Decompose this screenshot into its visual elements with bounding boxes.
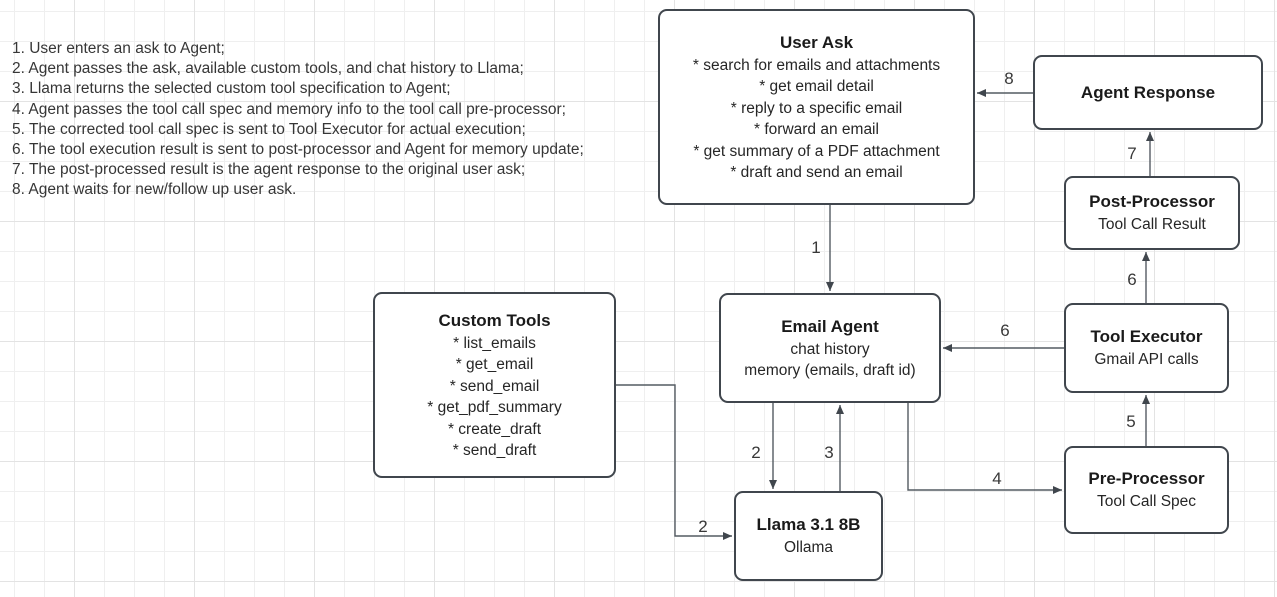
user-ask-item: * forward an email xyxy=(754,121,879,138)
edge-label-step6-left: 6 xyxy=(1000,321,1009,340)
tool-executor-title: Tool Executor xyxy=(1090,327,1203,347)
note-line-2: 2. Agent passes the ask, available custo… xyxy=(12,60,524,78)
edge-step2-customtools-to-llama xyxy=(616,384,732,540)
llama-title: Llama 3.1 8B xyxy=(756,515,861,535)
custom-tools-title: Custom Tools xyxy=(438,310,551,330)
post-processor-title: Post-Processor xyxy=(1089,192,1215,212)
edge-label-step8: 8 xyxy=(1004,69,1013,88)
note-line-6: 6. The tool execution result is sent to … xyxy=(12,141,584,159)
llama-subtitle: Ollama xyxy=(783,539,834,557)
node-custom-tools: Custom Tools * list_emails * get_email *… xyxy=(373,292,616,478)
edge-label-step1: 1 xyxy=(811,238,820,257)
node-llama: Llama 3.1 8B Ollama xyxy=(734,491,883,581)
edge-label-step4: 4 xyxy=(992,469,1001,488)
edge-label-step5: 5 xyxy=(1126,412,1135,431)
node-pre-processor: Pre-Processor Tool Call Spec xyxy=(1064,446,1229,534)
email-agent-title: Email Agent xyxy=(781,316,879,336)
custom-tools-item: * get_email xyxy=(455,356,534,373)
note-line-1: 1. User enters an ask to Agent; xyxy=(12,40,225,57)
email-agent-line: chat history xyxy=(790,340,870,358)
node-tool-executor: Tool Executor Gmail API calls xyxy=(1064,303,1229,393)
node-email-agent: Email Agent chat history memory (emails,… xyxy=(719,293,941,403)
note-line-4: 4. Agent passes the tool call spec and m… xyxy=(12,100,566,118)
edge-label-step2-agent: 2 xyxy=(751,443,760,462)
user-ask-item: * get summary of a PDF attachment xyxy=(693,142,940,160)
edge-step4-emailagent-to-preprocessor xyxy=(907,403,1062,494)
post-processor-subtitle: Tool Call Result xyxy=(1098,216,1206,234)
user-ask-title: User Ask xyxy=(779,32,854,52)
edge-label-step3: 3 xyxy=(824,443,833,462)
note-line-7: 7. The post-processed result is the agen… xyxy=(12,161,526,179)
agent-response-title: Agent Response xyxy=(1080,82,1216,102)
pre-processor-subtitle: Tool Call Spec xyxy=(1096,493,1197,511)
custom-tools-item: * send_email xyxy=(449,377,540,395)
custom-tools-item: * send_draft xyxy=(452,442,537,459)
step-notes-list: 1. User enters an ask to Agent; 2. Agent… xyxy=(12,39,584,201)
user-ask-item: * search for emails and attachments xyxy=(692,56,941,74)
node-user-ask: User Ask * search for emails and attachm… xyxy=(658,9,975,205)
custom-tools-item: * list_emails xyxy=(453,334,536,352)
email-agent-line: memory (emails, draft id) xyxy=(744,362,916,379)
user-ask-item: * get email detail xyxy=(759,78,874,95)
note-line-3: 3. Llama returns the selected custom too… xyxy=(12,80,451,98)
tool-executor-subtitle: Gmail API calls xyxy=(1094,351,1199,369)
user-ask-item: * draft and send an email xyxy=(730,164,903,181)
node-agent-response: Agent Response xyxy=(1033,55,1263,130)
note-line-8: 8. Agent waits for new/follow up user as… xyxy=(12,181,297,199)
edge-label-step6-up: 6 xyxy=(1127,270,1136,289)
custom-tools-item: * get_pdf_summary xyxy=(427,399,562,416)
custom-tools-item: * create_draft xyxy=(447,420,542,438)
pre-processor-title: Pre-Processor xyxy=(1088,469,1205,489)
node-post-processor: Post-Processor Tool Call Result xyxy=(1064,176,1240,250)
edge-label-step7: 7 xyxy=(1127,144,1136,163)
user-ask-item: * reply to a specific email xyxy=(730,99,903,117)
edge-label-step2-tools: 2 xyxy=(698,517,707,536)
note-line-5: 5. The corrected tool call spec is sent … xyxy=(12,120,526,138)
